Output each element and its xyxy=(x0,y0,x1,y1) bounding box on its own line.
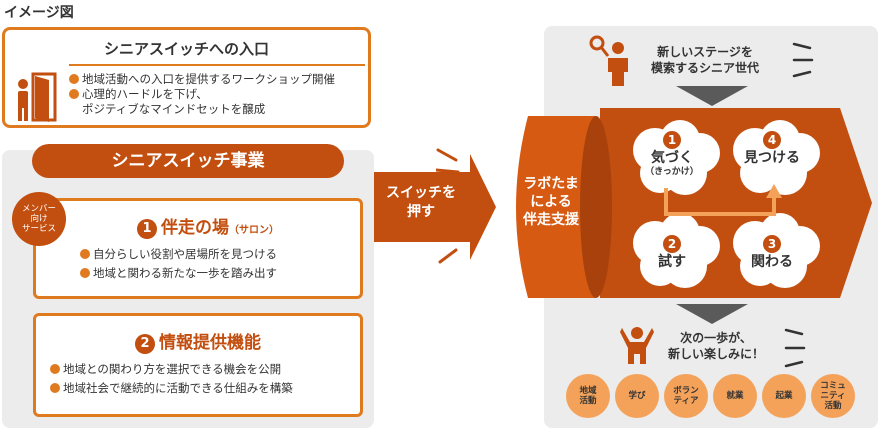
entry-divider xyxy=(69,64,365,66)
list-item: 心理的ハードルを下げ、 xyxy=(69,87,369,102)
entry-heading: シニアスイッチへの入口 xyxy=(103,40,269,58)
next-step-text: 次の一歩が、 新しい楽しみに！ xyxy=(667,331,764,361)
cycle-step-3: 3 関わる xyxy=(751,235,793,270)
cycle-step-2: 2 試す xyxy=(658,235,686,270)
bullet-icon xyxy=(80,268,90,278)
door-person-icon xyxy=(18,72,57,122)
list-item: 地域活動への入口を提供するワークショップ開催 xyxy=(69,72,369,87)
bullet-icon xyxy=(69,74,79,84)
switch-arrow-label: スイッチを 押す xyxy=(386,185,456,220)
down-arrow-icon xyxy=(676,304,748,324)
card-list: 自分らしい役割や居場所を見つける 地域と関わる新たな一歩を踏み出す xyxy=(80,245,360,283)
emphasis-lines-icon xyxy=(784,328,806,368)
stage-text: 新しいステージを 模索するシニア世代 xyxy=(650,45,759,75)
cycle-step-1: 1 気づく （きっかけ） xyxy=(645,131,699,177)
bullet-icon xyxy=(50,383,60,393)
cycle-hexagon xyxy=(516,108,872,298)
number-circle: 3 xyxy=(763,235,781,253)
number-circle: 2 xyxy=(663,235,681,253)
list-item: 地域と関わる新たな一歩を踏み出す xyxy=(80,264,360,283)
member-service-badge: メンバー 向け サービス xyxy=(12,192,66,246)
tag-learning: 学び xyxy=(615,374,659,418)
number-circle: 1 xyxy=(663,131,681,149)
list-item: ポジティブなマインドセットを醸成 xyxy=(82,102,266,116)
list-item: 地域社会で継続的に活動できる仕組みを構築 xyxy=(50,379,360,398)
tag-community-activity: 地域活動 xyxy=(566,374,610,418)
tag-community-group: コミュニティ活動 xyxy=(811,374,855,418)
bullet-icon xyxy=(80,249,90,259)
tag-employment: 就業 xyxy=(713,374,757,418)
card-list: 地域との関わり方を選択できる機会を公開 地域社会で継続的に活動できる仕組みを構築 xyxy=(50,360,360,398)
number-circle: 2 xyxy=(135,334,155,354)
bullet-icon xyxy=(50,364,60,374)
emphasis-lines-icon xyxy=(436,148,460,264)
entry-box: シニアスイッチへの入口 地域活動への入口を提供するワークショップ開催 心理的ハー… xyxy=(2,27,371,128)
bullet-icon xyxy=(69,89,79,99)
switch-arrow-icon xyxy=(374,154,496,260)
emphasis-lines-icon xyxy=(792,42,814,78)
page-title: イメージ図 xyxy=(4,5,74,21)
number-circle: 4 xyxy=(763,131,781,149)
entry-list: 地域活動への入口を提供するワークショップ開催 心理的ハードルを下げ、 ポジティブ… xyxy=(69,72,369,117)
magnifier-person-icon xyxy=(589,35,628,86)
cycle-step-4: 4 見つける xyxy=(744,131,800,166)
list-item: 自分らしい役割や居場所を見つける xyxy=(80,245,360,264)
tag-volunteer: ボランティア xyxy=(664,374,708,418)
cheering-person-icon xyxy=(620,327,654,364)
down-arrow-icon xyxy=(676,86,748,106)
business-heading: シニアスイッチ事業 xyxy=(32,144,344,178)
support-label: ラボたま による 伴走支援 xyxy=(523,176,579,228)
tag-startup: 起業 xyxy=(762,374,806,418)
list-item: 地域との関わり方を選択できる機会を公開 xyxy=(50,360,360,379)
number-circle: 1 xyxy=(137,219,157,239)
